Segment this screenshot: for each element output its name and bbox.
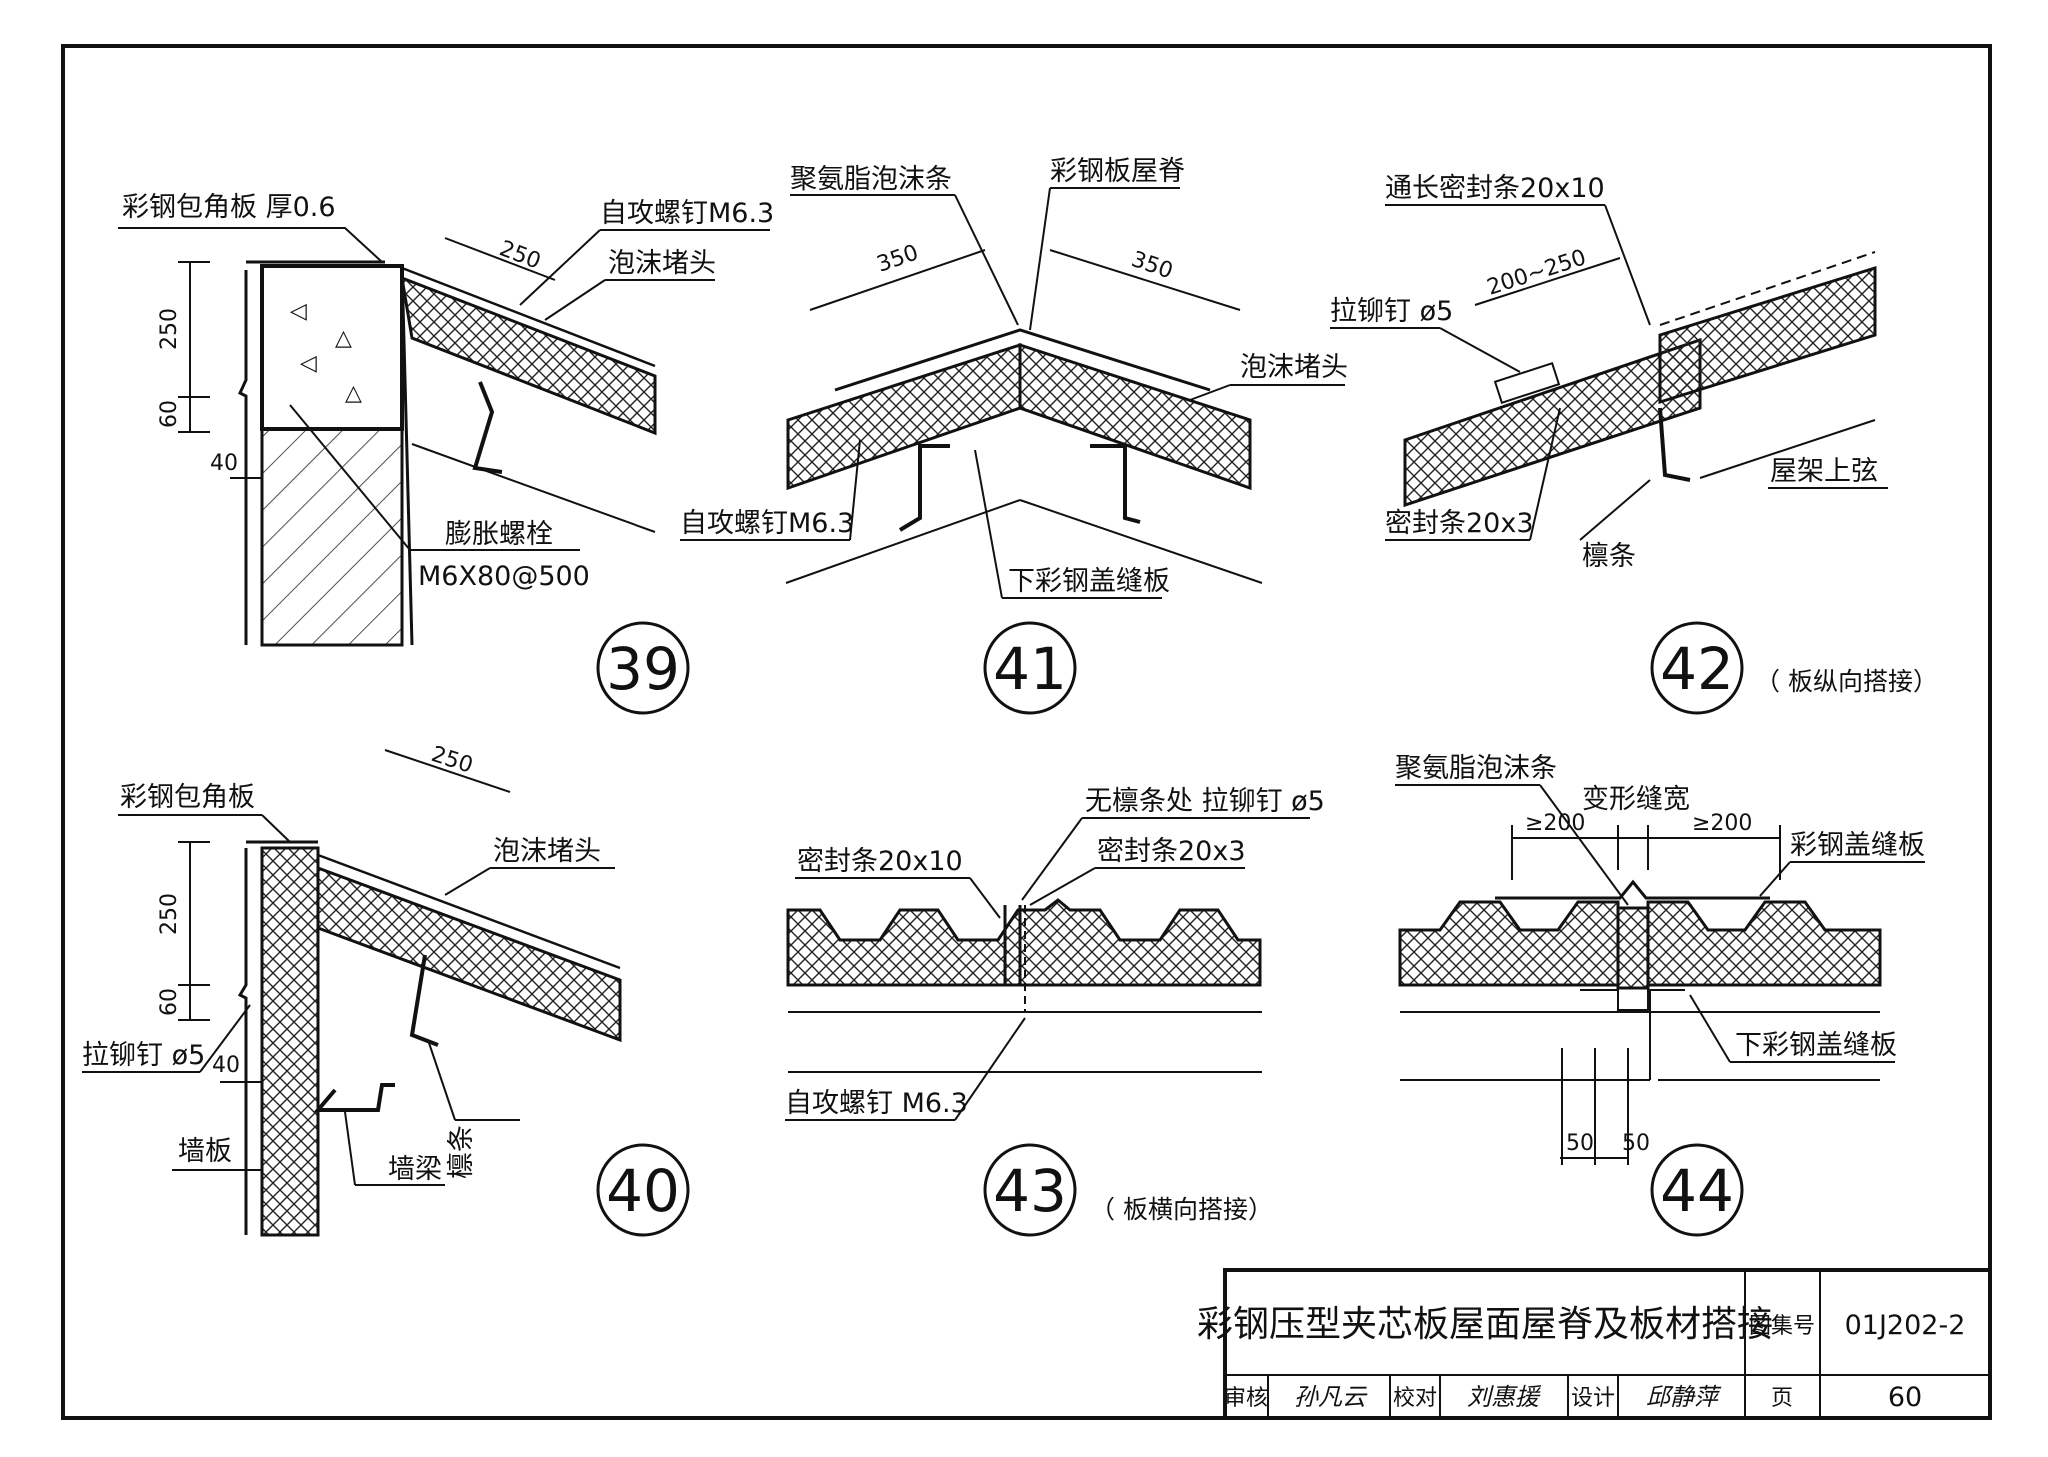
note-43: （ 板横向搭接） [1090,1195,1273,1224]
dim-50-right: 50 [1622,1131,1650,1156]
sandwich-panel [400,275,657,436]
right-corrugated-panel [1646,900,1882,987]
dim-250-side-40: 250 [157,893,182,935]
page-label: 页 [1771,1386,1793,1411]
detail-39: ◁ △ ◁ △ 250 60 40 250 彩钢包角板 厚0.6 自攻螺钉M6.3 泡… [118,192,774,715]
label-40-wall-panel: 墙板 [178,1136,232,1167]
roof-panel [316,865,622,1043]
dim-50-left: 50 [1566,1131,1594,1156]
designer-signature: 邱静萍 [1646,1383,1722,1411]
detail-number-44: 44 [1660,1157,1734,1225]
label-44-joint-width: 变形缝宽 [1582,784,1690,815]
label-40-purlin: 檩条 [446,1125,477,1179]
dim-ge200-left: ≥200 [1525,811,1585,836]
label-41-foam-plug: 泡沫堵头 [1240,352,1348,383]
dim-250-side: 250 [157,308,182,350]
detail-number-43: 43 [993,1157,1067,1225]
right-panel [1018,342,1252,491]
sheet-border [61,44,1992,1420]
detail-number-40: 40 [606,1157,680,1225]
label-39-bolt-spec: M6X80@500 [418,561,590,592]
review-label: 审核 [1224,1386,1268,1411]
purlin [1658,407,1691,482]
detail-42: 200~250 通长密封条20x10 拉铆钉 ø5 屋架上弦 密封条20x3 檩… [1330,173,1938,715]
corner-flashing [237,848,248,1235]
checker-signature: 刘惠援 [1467,1383,1542,1411]
concrete-cap [260,264,404,431]
label-41-screw: 自攻螺钉M6.3 [680,508,854,539]
atlas-number: 01J202-2 [1845,1310,1966,1341]
detail-44: ≥200 ≥200 50 50 聚氨脂泡沫条 变形缝宽 彩钢盖缝板 下彩钢盖缝板… [1395,753,1925,1237]
label-42-rivet: 拉铆钉 ø5 [1330,296,1453,327]
lower-panel [1403,337,1702,508]
label-40-foam-plug: 泡沫堵头 [493,836,601,867]
label-39-bolt: 膨胀螺栓 [445,519,553,550]
note-42: （ 板纵向搭接） [1755,667,1938,696]
detail-43: 无檩条处 拉铆钉 ø5 密封条20x3 密封条20x10 自攻螺钉 M6.3 4… [785,786,1325,1237]
label-39-foam-plug: 泡沫堵头 [608,248,716,279]
wall-panel [260,846,320,1237]
purlin [472,381,503,474]
wall-beam [313,1083,395,1112]
corner-flashing [238,270,248,645]
label-43-seal-20x10: 密封条20x10 [797,846,963,877]
dim-ge200-right: ≥200 [1692,811,1752,836]
design-label: 设计 [1571,1386,1615,1411]
label-42-truss: 屋架上弦 [1770,456,1878,487]
pu-foam-strip [1616,906,1650,990]
ridge-cap [834,328,1211,392]
label-43-seal-20x3: 密封条20x3 [1097,836,1246,867]
svg-text:◁: ◁ [290,299,307,324]
dim-250-top: 250 [496,236,544,274]
drawing-title: 彩钢压型夹芯板屋面屋脊及板材搭接 [1197,1304,1773,1345]
label-40-rivet: 拉铆钉 ø5 [82,1040,205,1071]
lower-cover-plate [1580,989,1685,1011]
left-corrugated-panel [1398,900,1620,987]
label-44-cover-plate: 彩钢盖缝板 [1790,830,1925,861]
masonry-wall [260,427,404,647]
dim-40: 40 [210,451,238,476]
label-44-lower-cover: 下彩钢盖缝板 [1735,1030,1897,1061]
label-39-corner-plate: 彩钢包角板 厚0.6 [122,192,336,223]
dim-60: 60 [157,400,182,428]
svg-text:△: △ [335,326,352,351]
cover-plate [1495,879,1770,900]
label-40-corner-plate: 彩钢包角板 [120,782,255,813]
check-label: 校对 [1393,1386,1437,1411]
detail-41: 350 350 聚氨脂泡沫条 彩钢板屋脊 泡沫堵头 自攻螺钉M6.3 下彩钢盖缝… [680,156,1348,715]
label-41-lower-cover: 下彩钢盖缝板 [1008,566,1170,597]
corrugated-panels [786,898,1262,987]
label-42-long-seal: 通长密封条20x10 [1385,173,1605,204]
label-43-screw: 自攻螺钉 M6.3 [785,1088,968,1119]
label-42-purlin: 檩条 [1582,541,1636,572]
svg-text:◁: ◁ [300,351,317,376]
title-block: 彩钢压型夹芯板屋面屋脊及板材搭接 图集号 01J202-2 审核 孙凡云 校对 … [1197,1268,1992,1420]
atlas-label: 图集号 [1749,1314,1815,1339]
label-39-screw: 自攻螺钉M6.3 [600,198,774,229]
label-42-seal: 密封条20x3 [1385,508,1534,539]
dim-350-right: 350 [1128,247,1176,284]
upper-panel [1658,265,1877,405]
detail-40: 250 60 40 250 彩钢包角板 泡沫堵头 拉铆钉 ø5 墙板 墙梁 檩条… [82,742,690,1237]
svg-text:△: △ [345,381,362,406]
detail-number-42: 42 [1660,635,1734,703]
label-40-wall-beam: 墙梁 [388,1154,442,1185]
sealing-strip [1493,362,1561,404]
right-purlin [1090,444,1141,524]
dim-overlap: 200~250 [1484,245,1589,300]
dim-40-40: 40 [212,1053,240,1078]
label-43-rivet-no-purlin: 无檩条处 拉铆钉 ø5 [1085,786,1325,817]
dim-250-top-40: 250 [428,742,476,779]
page-number: 60 [1888,1382,1922,1413]
label-44-pu-strip: 聚氨脂泡沫条 [1395,753,1557,784]
reviewer-signature: 孙凡云 [1294,1383,1368,1411]
detail-number-41: 41 [993,635,1067,703]
dim-60-40: 60 [157,988,182,1016]
dim-350-left: 350 [874,240,922,277]
left-purlin [898,444,950,532]
detail-number-39: 39 [606,635,680,703]
label-41-ridge: 彩钢板屋脊 [1050,156,1185,187]
label-41-pu-strip: 聚氨脂泡沫条 [790,164,952,195]
